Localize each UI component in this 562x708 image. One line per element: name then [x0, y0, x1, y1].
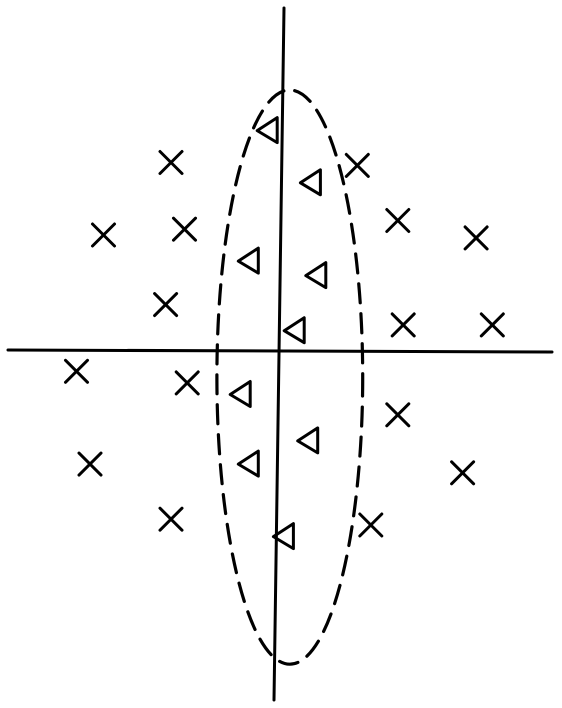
- triangle-marker: [304, 261, 328, 290]
- cross-marker: [344, 152, 370, 178]
- data-points: [64, 116, 505, 551]
- cross-marker: [153, 292, 179, 318]
- triangle-marker: [271, 522, 295, 551]
- cross-marker: [64, 358, 89, 384]
- cross-marker: [463, 225, 489, 251]
- dashed-ellipse-region: [215, 88, 365, 666]
- cross-marker: [390, 312, 416, 338]
- cross-marker: [174, 370, 200, 396]
- cross-marker: [158, 150, 184, 175]
- axes: [6, 6, 554, 702]
- y-axis: [272, 6, 286, 702]
- triangle-marker: [236, 246, 260, 275]
- cross-marker: [358, 512, 384, 538]
- cross-marker: [172, 216, 197, 242]
- cross-marker: [385, 208, 411, 233]
- cross-marker: [450, 460, 476, 486]
- cross-marker: [158, 506, 184, 532]
- triangle-marker: [228, 380, 252, 408]
- triangle-marker: [282, 316, 306, 345]
- cross-marker: [385, 402, 411, 428]
- cross-marker: [77, 451, 103, 477]
- triangle-marker: [296, 426, 320, 455]
- triangle-marker: [236, 449, 260, 478]
- triangle-marker: [298, 168, 322, 197]
- triangle-marker: [255, 116, 279, 145]
- cross-marker: [479, 312, 505, 338]
- cross-marker: [91, 222, 116, 248]
